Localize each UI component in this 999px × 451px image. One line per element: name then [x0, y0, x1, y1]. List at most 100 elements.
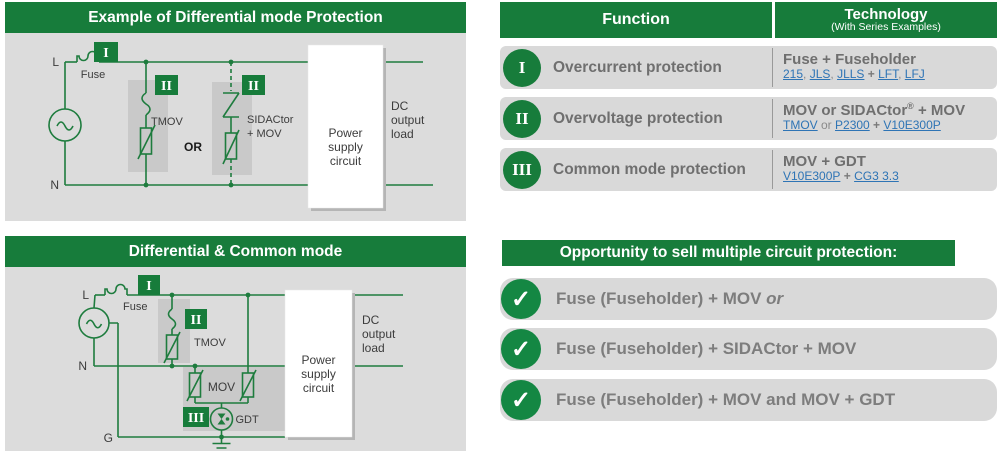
numeral-badge: I: [503, 48, 541, 87]
series-link[interactable]: P2300: [835, 118, 870, 133]
opportunity-item-label: Fuse (Fuseholder) + MOV and MOV + GDT: [556, 390, 896, 409]
table-header: Function Technology (With Series Example…: [500, 2, 997, 38]
common-mode-panel: Differential & Common mode: [5, 236, 466, 451]
function-label: Common mode protection: [553, 160, 746, 178]
label-dc-2: output: [391, 113, 425, 127]
differential-mode-panel: Example of Differential mode Protection: [5, 2, 466, 221]
technology-title: MOV or SIDACtor® + MOV: [783, 101, 966, 119]
thermal-element-icon: [141, 92, 151, 116]
check-icon: ✓: [501, 279, 541, 319]
series-links: 215, JLS, JLLS + LFT, LFJ: [783, 67, 925, 82]
function-label: Overvoltage protection: [553, 109, 723, 127]
label-psu-2: supply: [301, 367, 336, 381]
technology-cell: MOV + GDT V10E300P + CG3 3.3: [772, 150, 993, 189]
ground-icon: [212, 442, 231, 449]
technology-header-sub: (With Series Examples): [831, 21, 941, 34]
label-dc-1: DC: [391, 99, 409, 113]
check-icon: ✓: [501, 329, 541, 369]
label-dc-2: output: [362, 327, 396, 341]
opportunity-title: Opportunity to sell multiple circuit pro…: [502, 240, 955, 266]
svg-text:I: I: [103, 46, 108, 61]
label-tmov: TMOV: [151, 116, 183, 128]
badge-overvoltage-sidactor: [242, 75, 265, 95]
label-l: L: [82, 288, 89, 302]
label-fuse: Fuse: [81, 69, 105, 81]
svg-text:I: I: [146, 279, 151, 294]
function-label: Overcurrent protection: [553, 58, 722, 76]
svg-text:II: II: [161, 79, 172, 94]
opportunity-section: Opportunity to sell multiple circuit pro…: [500, 240, 997, 421]
opportunity-item-label: Fuse (Fuseholder) + MOV or: [556, 289, 784, 308]
series-links: V10E300P + CG3 3.3: [783, 169, 899, 184]
series-link[interactable]: JLLS: [837, 67, 865, 82]
svg-text:II: II: [191, 313, 202, 328]
common-panel-title: Differential & Common mode: [5, 236, 466, 267]
table-row: III Common mode protection MOV + GDT V10…: [500, 148, 997, 191]
list-item: ✓ Fuse (Fuseholder) + MOV or: [500, 278, 997, 320]
label-psu-1: Power: [301, 353, 335, 367]
series-links: TMOV or P2300 + V10E300P: [783, 118, 941, 133]
label-psu-2: supply: [328, 140, 363, 154]
series-link[interactable]: TMOV: [783, 118, 818, 133]
label-n: N: [50, 178, 59, 192]
badge-overvoltage: [185, 309, 207, 329]
badge-common-mode: [183, 407, 209, 427]
series-link[interactable]: JLS: [809, 67, 831, 82]
badge-overvoltage-tmov: [155, 75, 178, 95]
svg-text:II: II: [248, 79, 259, 94]
svg-text:III: III: [188, 411, 204, 426]
series-link[interactable]: V10E300P: [883, 118, 941, 133]
label-dc-3: load: [391, 127, 414, 141]
label-l: L: [52, 55, 59, 69]
power-supply-box: [307, 44, 384, 209]
list-item: ✓ Fuse (Fuseholder) + MOV and MOV + GDT: [500, 379, 997, 421]
differential-panel-title: Example of Differential mode Protection: [5, 2, 466, 33]
label-g: G: [104, 431, 113, 445]
opportunity-item-label: Fuse (Fuseholder) + SIDACtor + MOV: [556, 339, 857, 358]
tmov-shade-box: [158, 299, 190, 363]
ac-source-icon: [48, 108, 82, 142]
common-circuit-diagram: I II III L N G Fuse TMOV MOV GDT Power s…: [78, 275, 403, 449]
series-link[interactable]: 215: [783, 67, 804, 82]
wires: [78, 283, 403, 449]
table-row: II Overvoltage protection MOV or SIDACto…: [500, 97, 997, 140]
technology-cell: Fuse + Fuseholder 215, JLS, JLLS + LFT, …: [772, 48, 993, 87]
label-or: OR: [184, 140, 202, 154]
numeral-badge: III: [503, 150, 541, 189]
label-psu-3: circuit: [330, 154, 362, 168]
series-link[interactable]: V10E300P: [783, 169, 841, 184]
technology-header-title: Technology: [844, 5, 928, 23]
label-psu-1: Power: [328, 126, 362, 140]
wires: [48, 50, 433, 188]
label-mov: MOV: [208, 380, 235, 394]
label-tmov: TMOV: [194, 337, 226, 349]
tmov-shade-box: [128, 80, 168, 172]
label-dc-1: DC: [362, 313, 380, 327]
label-gdt: GDT: [236, 414, 260, 426]
series-link[interactable]: CG3 3.3: [854, 169, 899, 184]
table-row: I Overcurrent protection Fuse + Fusehold…: [500, 46, 997, 89]
differential-circuit-diagram: I II II L N Fuse TMOV OR SIDACtor + MOV …: [48, 42, 433, 211]
label-sidactor-1: SIDACtor: [247, 114, 294, 126]
label-n: N: [78, 359, 87, 373]
power-supply-box: [284, 289, 353, 438]
technology-title: MOV + GDT: [783, 153, 866, 170]
technology-cell: MOV or SIDACtor® + MOV TMOV or P2300 + V…: [772, 99, 993, 138]
badge-overcurrent: [94, 42, 118, 62]
function-column-header: Function: [500, 2, 775, 38]
list-item: ✓ Fuse (Fuseholder) + SIDACtor + MOV: [500, 328, 997, 370]
check-icon: ✓: [501, 380, 541, 420]
label-sidactor-2: + MOV: [247, 128, 282, 140]
series-link[interactable]: LFJ: [904, 67, 925, 82]
label-fuse: Fuse: [123, 301, 147, 313]
series-link[interactable]: LFT: [878, 67, 899, 82]
badge-overcurrent: [138, 275, 160, 295]
technology-column-header: Technology (With Series Examples): [775, 2, 997, 38]
label-dc-3: load: [362, 341, 385, 355]
thermal-element-icon: [167, 308, 177, 330]
numeral-badge: II: [503, 99, 541, 138]
label-psu-3: circuit: [303, 381, 335, 395]
technology-title: Fuse + Fuseholder: [783, 51, 916, 68]
sidactor-shade-box: [212, 82, 252, 175]
